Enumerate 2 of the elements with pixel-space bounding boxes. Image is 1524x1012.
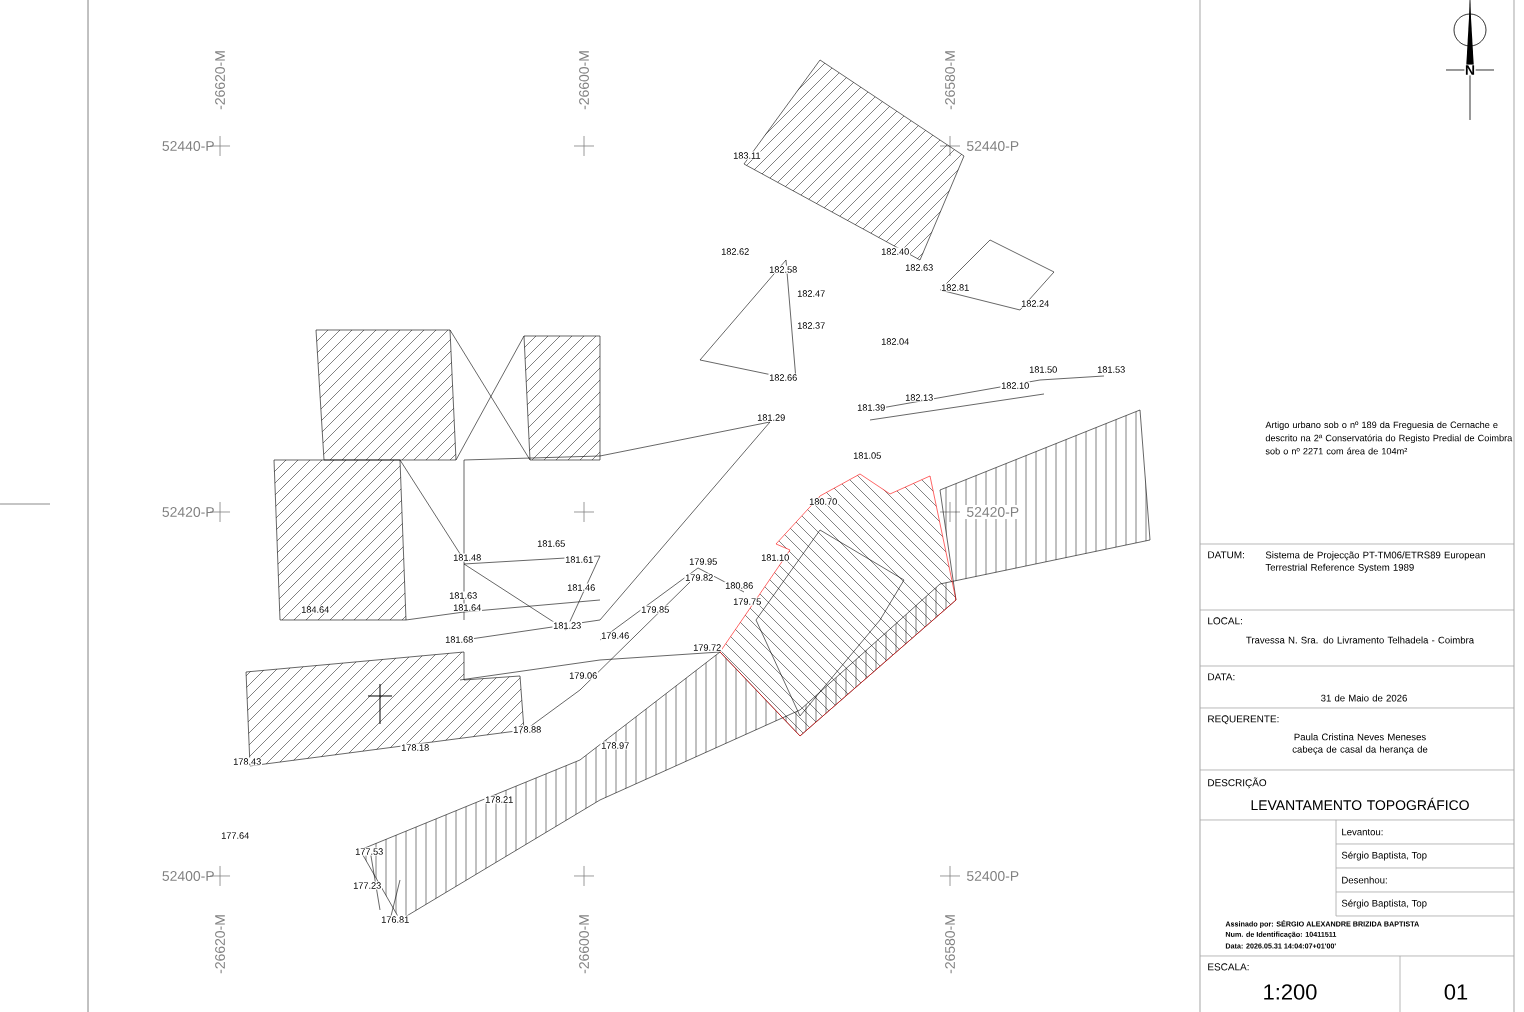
scale-value: 1:200 bbox=[1264, 984, 1317, 1000]
scale-value: 01 bbox=[1444, 984, 1468, 1000]
